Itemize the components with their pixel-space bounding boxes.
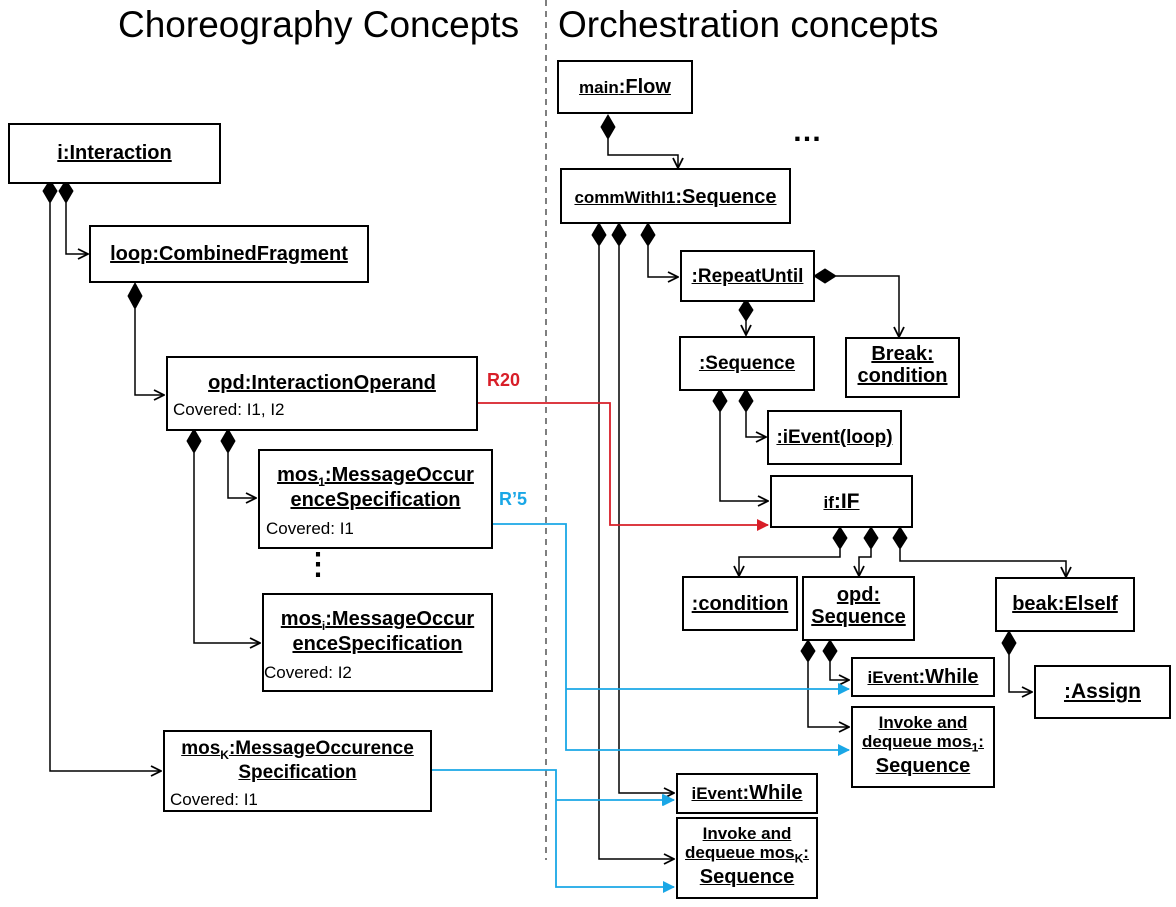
repeat-title: :RepeatUntil <box>691 266 804 287</box>
link-opdseq-iewhile1 <box>829 662 849 680</box>
iewhile2-box: iEvent:While <box>676 773 818 814</box>
opd-covered: Covered: I1, I2 <box>173 400 285 419</box>
diamond-if-2 <box>863 526 879 550</box>
link-repeat-break <box>836 275 899 337</box>
mosk-covered: Covered: I1 <box>170 790 258 809</box>
diamond-loop <box>127 281 143 311</box>
assign-title: :Assign <box>1063 680 1141 703</box>
if-box: if:IF <box>770 475 913 528</box>
mainflow-title: main:Flow <box>579 76 671 98</box>
break-box: Break:condition <box>845 337 960 398</box>
mapping-r5-line-mos1 <box>493 523 850 756</box>
diamond-comm-2 <box>611 222 627 247</box>
link-opd-mosi <box>193 453 260 643</box>
diamond-interaction-2 <box>58 179 74 204</box>
link-seq-if <box>719 412 768 501</box>
diamond-interaction-1 <box>42 179 58 204</box>
diamond-elseif <box>1001 630 1017 656</box>
condition-box: :condition <box>682 576 798 631</box>
opdseq-title: opd:Sequence <box>811 584 906 629</box>
link-opd-mos1 <box>227 453 256 498</box>
repeat-box: :RepeatUntil <box>680 250 815 302</box>
interaction-box: i:Interaction <box>8 123 221 184</box>
comm-box: commWithI1:Sequence <box>560 168 791 224</box>
horizontal-ellipsis: … <box>792 115 822 148</box>
diamond-if-1 <box>832 526 848 550</box>
diamond-opdseq-2 <box>822 639 838 663</box>
diamond-repeat-down <box>738 298 754 322</box>
mosi-covered: Covered: I2 <box>264 663 352 682</box>
link-opdseq-inv1 <box>807 662 849 727</box>
iewhile1-box: iEvent:While <box>851 657 995 697</box>
opd-title: opd:InteractionOperand <box>208 372 436 394</box>
link-flow-comm <box>607 139 678 168</box>
ievloop-box: :iEvent(loop) <box>767 410 902 465</box>
condition-title: :condition <box>691 593 789 615</box>
ievloop-title: :iEvent(loop) <box>776 427 893 448</box>
diamond-comm-1 <box>591 222 607 247</box>
loop-title: loop:CombinedFragment <box>110 243 348 265</box>
mapping-r5-label: R’5 <box>499 489 528 509</box>
mapping-r5-line-mosk <box>432 769 675 893</box>
link-loop-opd <box>134 309 164 395</box>
opd-box: opd:InteractionOperand Covered: I1, I2 <box>166 356 478 431</box>
link-seq-ievloop <box>745 412 766 437</box>
opdseq-box: opd:Sequence <box>802 576 915 641</box>
diamond-repeat-right <box>813 268 837 284</box>
assign-box: :Assign <box>1034 665 1171 719</box>
diamond-if-3 <box>892 526 908 550</box>
link-comm-invk <box>598 246 674 859</box>
link-interaction-mosk <box>49 203 161 771</box>
diamond-flow <box>600 114 616 140</box>
mapping-r20-line <box>478 402 769 531</box>
elseif-title: beak:ElseIf <box>1012 593 1118 615</box>
link-elseif-assign <box>1008 655 1032 692</box>
interaction-title: i:Interaction <box>57 142 172 164</box>
diamond-opd-2 <box>220 428 236 454</box>
orchestration-heading: Orchestration concepts <box>558 4 939 45</box>
mos1-covered: Covered: I1 <box>266 519 354 538</box>
vertical-ellipsis: ⋮ <box>303 548 333 581</box>
link-if-elseif <box>899 549 1066 577</box>
choreography-heading: Choreography Concepts <box>118 4 520 45</box>
comm-title: commWithI1:Sequence <box>574 186 777 208</box>
diamond-seq-1 <box>712 388 728 413</box>
mapping-r5-arrowhead <box>662 794 674 806</box>
diamond-comm-3 <box>640 222 656 247</box>
diamond-opdseq-1 <box>800 639 816 663</box>
link-if-opdseq <box>859 549 872 576</box>
link-interaction-loop <box>65 203 88 254</box>
if-title: if:IF <box>823 490 860 513</box>
link-comm-repeat <box>647 246 678 277</box>
mapping-r20-label: R20 <box>487 370 521 390</box>
iewhile2-title: iEvent:While <box>691 782 803 804</box>
elseif-box: beak:ElseIf <box>995 577 1135 632</box>
link-if-cond <box>739 549 841 576</box>
seq-title: :Sequence <box>698 353 796 374</box>
loop-box: loop:CombinedFragment <box>89 225 369 283</box>
diamond-opd-1 <box>186 428 202 454</box>
iewhile1-title: iEvent:While <box>867 666 979 688</box>
seq-box: :Sequence <box>679 336 815 391</box>
link-comm-iewhile2 <box>618 246 674 793</box>
mainflow-box: main:Flow <box>557 60 693 114</box>
break-title: Break:condition <box>857 343 948 388</box>
diamond-seq-2 <box>738 388 754 413</box>
